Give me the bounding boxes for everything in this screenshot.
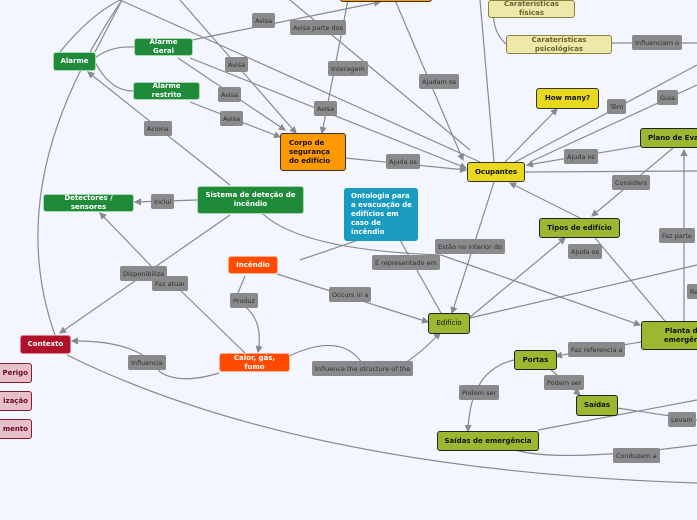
node-incendio[interactable]: Incêndio — [228, 256, 278, 274]
node-calor-gas-fumo[interactable]: Calor, gás, fumo — [219, 353, 290, 372]
node-portas[interactable]: Portas — [514, 350, 557, 370]
link-label[interactable]: Conduzem a — [613, 448, 660, 463]
node-localizacao[interactable]: ização — [0, 391, 32, 411]
link-label[interactable]: Têm — [607, 99, 627, 114]
node-how-many[interactable]: How many? — [536, 88, 599, 109]
link-label[interactable]: Re — [687, 284, 697, 299]
node-comportamento[interactable]: mento — [0, 419, 32, 439]
link-label[interactable]: Avisa — [252, 13, 276, 28]
link-label[interactable]: Considers — [612, 175, 651, 190]
link-label[interactable]: Podem ser — [459, 385, 500, 400]
link-label[interactable]: Levam — [668, 412, 696, 427]
link-label[interactable]: Estão no interior do — [435, 239, 506, 254]
link-label[interactable]: Faz parte — [659, 228, 695, 243]
link-label[interactable]: Faz atuar — [152, 276, 188, 291]
link-label[interactable]: Avisa — [218, 87, 242, 102]
link-label[interactable]: Occurs in a — [329, 287, 372, 302]
link-label[interactable]: Avisa — [314, 101, 338, 116]
link-label[interactable]: Avisa parte dos — [290, 20, 347, 35]
link-label[interactable]: Avisa — [225, 57, 249, 72]
link-label[interactable]: Avisa — [220, 111, 244, 126]
node-ocupantes[interactable]: Ocupantes — [467, 162, 525, 182]
link-label[interactable]: Podem ser — [544, 375, 585, 390]
node-tipos-edificio[interactable]: Tipos de edifício — [539, 218, 620, 238]
node-detectores-sensores[interactable]: Detectores / sensores — [43, 194, 134, 212]
node-edificio[interactable]: Edifício — [428, 313, 470, 334]
link-label[interactable]: Inclui — [151, 194, 175, 209]
link-label[interactable]: Faz referencia a — [568, 342, 626, 357]
link-label[interactable]: Guia — [657, 90, 678, 105]
node-alarme-geral[interactable]: Alarme Geral — [134, 38, 193, 56]
node-ontologia-root[interactable]: Ontologia para a evacuação de edifícios … — [344, 188, 418, 241]
node-saidas[interactable]: Saídas — [576, 395, 618, 416]
node-caracteristicas-psicologicas[interactable]: Caraterísticas psicológicas — [506, 35, 612, 54]
node-caracteristicas-fisicas[interactable]: Caraterísticas físicas — [488, 0, 575, 18]
link-label[interactable]: Ajudam os — [419, 74, 460, 89]
node-alarme-restrito[interactable]: Alarme restrito — [133, 82, 200, 100]
node-sistema-detecao[interactable]: Sistema de deteção de incêndio — [197, 186, 304, 214]
node-saidas-emergencia[interactable]: Saídas de emergência — [437, 431, 539, 451]
node-perigo[interactable]: Perigo — [0, 363, 32, 383]
node-corpo-seguranca[interactable]: Corpo de segurança do edifício — [280, 133, 346, 171]
link-label[interactable]: Influenciam o — [632, 35, 683, 50]
link-label[interactable]: Ajuda os — [568, 244, 602, 259]
link-label[interactable]: Influence the structure of the — [312, 361, 414, 376]
link-label[interactable]: Ajuda os — [564, 149, 598, 164]
node-contexto[interactable]: Contexto — [20, 335, 71, 354]
top-node-partial[interactable] — [340, 0, 432, 2]
link-label[interactable]: É representado em — [372, 255, 440, 270]
node-plano-evacuacao[interactable]: Plano de Eva — [640, 128, 697, 148]
link-label[interactable]: Interagem — [328, 61, 368, 76]
link-label[interactable]: Ajuda os — [386, 154, 420, 169]
link-label[interactable]: Aciona — [144, 121, 172, 136]
link-label[interactable]: Influencia — [128, 355, 166, 370]
node-planta-emergencia[interactable]: Planta de emergênc — [641, 321, 697, 350]
node-alarme[interactable]: Alarme — [53, 52, 96, 71]
link-label[interactable]: Produz — [230, 293, 258, 308]
